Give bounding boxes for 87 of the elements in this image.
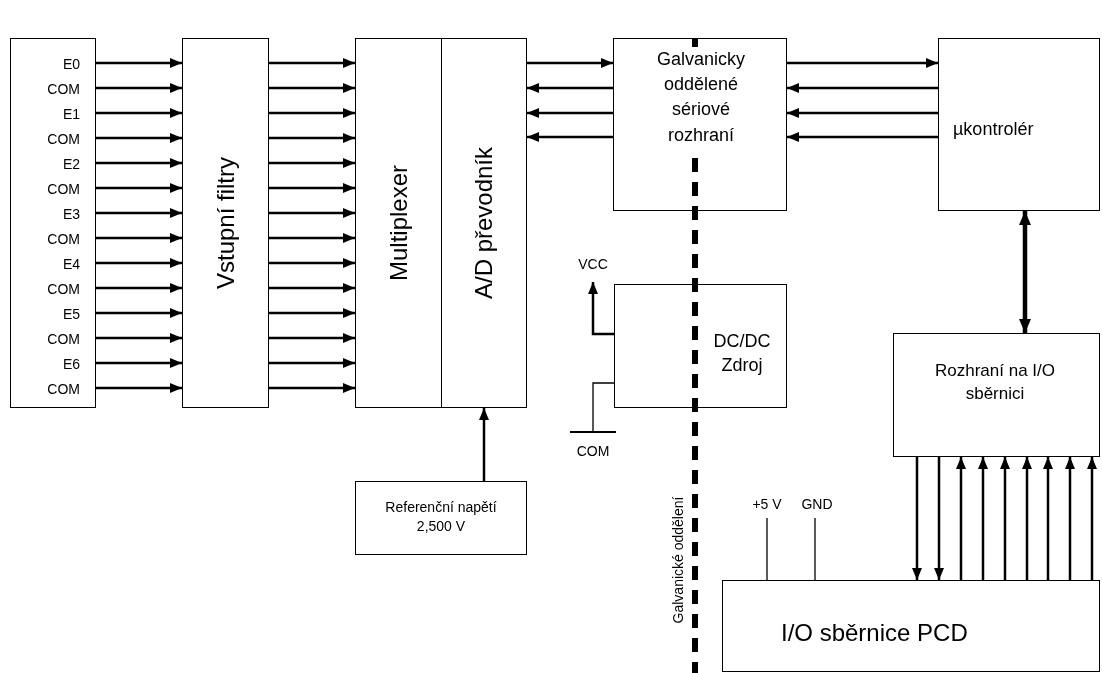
arrow	[269, 183, 355, 193]
arrow	[96, 58, 182, 68]
arrow	[479, 408, 489, 481]
arrow	[96, 208, 182, 218]
arrow	[527, 83, 613, 93]
terminal-label: E5	[62, 305, 80, 323]
arrow	[96, 133, 182, 143]
terminal-label: E0	[62, 55, 80, 73]
terminal-label: COM	[47, 230, 80, 248]
signal-label: GND	[794, 496, 840, 516]
double-arrow	[1019, 211, 1031, 333]
block-box	[893, 333, 1100, 457]
block-box	[614, 284, 787, 408]
arrow	[269, 108, 355, 118]
connection-line	[592, 382, 615, 432]
block-label: Multiplexer	[383, 165, 413, 281]
arrow	[269, 308, 355, 318]
arrow	[96, 83, 182, 93]
arrow	[96, 283, 182, 293]
arrow	[588, 282, 614, 336]
block-label: I/O sběrnice PCD	[781, 618, 969, 648]
arrow	[269, 208, 355, 218]
arrow	[269, 283, 355, 293]
block-label: DC/DC Zdroj	[712, 330, 772, 378]
arrow	[269, 83, 355, 93]
terminal-label: E2	[62, 155, 80, 173]
isolation-label: Galvanické oddělení	[670, 496, 686, 624]
terminal-label: E6	[62, 355, 80, 373]
terminal-label: E1	[62, 105, 80, 123]
block-box	[355, 38, 442, 408]
arrow	[956, 457, 966, 580]
arrow	[1087, 457, 1097, 580]
terminal-label: E4	[62, 255, 80, 273]
arrow	[1043, 457, 1053, 580]
arrow	[269, 383, 355, 393]
input-terminal-block	[10, 38, 96, 408]
arrow	[269, 233, 355, 243]
arrow	[269, 133, 355, 143]
connection-line	[766, 517, 768, 581]
block-box	[182, 38, 269, 408]
terminal-label: E3	[62, 205, 80, 223]
block-label: Vstupní filtry	[210, 157, 240, 289]
arrow	[96, 233, 182, 243]
arrow	[787, 132, 938, 142]
block-box	[355, 481, 527, 555]
arrow	[1000, 457, 1010, 580]
arrow	[912, 457, 922, 580]
arrow	[269, 158, 355, 168]
arrow	[787, 58, 938, 68]
terminal-label: COM	[47, 280, 80, 298]
block-label: µkontrolér	[953, 118, 1035, 141]
signal-label: +5 V	[744, 496, 790, 516]
terminal-label: COM	[47, 180, 80, 198]
block-box	[938, 38, 1100, 211]
arrow	[787, 108, 938, 118]
block-label: Referenční napětí 2,500 V	[384, 498, 498, 536]
arrow	[527, 108, 613, 118]
connection-line	[814, 517, 816, 581]
terminal-label: COM	[47, 130, 80, 148]
block-label: Rozhraní na I/O sběrnici	[934, 360, 1056, 405]
arrow	[527, 58, 613, 68]
block-box	[722, 580, 1100, 672]
arrow	[269, 333, 355, 343]
terminal-label: COM	[47, 80, 80, 98]
arrow	[96, 383, 182, 393]
arrow	[527, 132, 613, 142]
arrow	[96, 158, 182, 168]
arrow	[269, 258, 355, 268]
block-box	[441, 38, 527, 408]
terminal-label: COM	[47, 330, 80, 348]
arrow	[978, 457, 988, 580]
arrow	[1065, 457, 1075, 580]
arrow	[96, 183, 182, 193]
signal-label: VCC	[572, 256, 614, 276]
arrow	[269, 358, 355, 368]
terminal-label: COM	[47, 380, 80, 398]
arrow	[1022, 457, 1032, 580]
arrow	[269, 58, 355, 68]
arrow	[96, 358, 182, 368]
arrow	[934, 457, 944, 580]
arrow	[96, 333, 182, 343]
block-label: A/D převodník	[468, 146, 498, 300]
arrow	[787, 83, 938, 93]
arrow	[96, 108, 182, 118]
block-box	[613, 38, 787, 211]
arrow	[96, 308, 182, 318]
arrow	[96, 258, 182, 268]
